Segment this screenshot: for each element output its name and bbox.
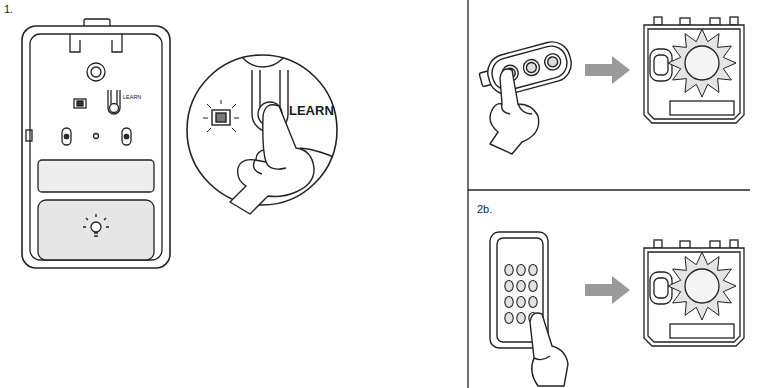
- button-label: LEARN: [289, 104, 334, 117]
- button-label: LEARN: [123, 95, 141, 101]
- step-number: 1.: [4, 4, 13, 15]
- step-number: 2b.: [477, 204, 492, 215]
